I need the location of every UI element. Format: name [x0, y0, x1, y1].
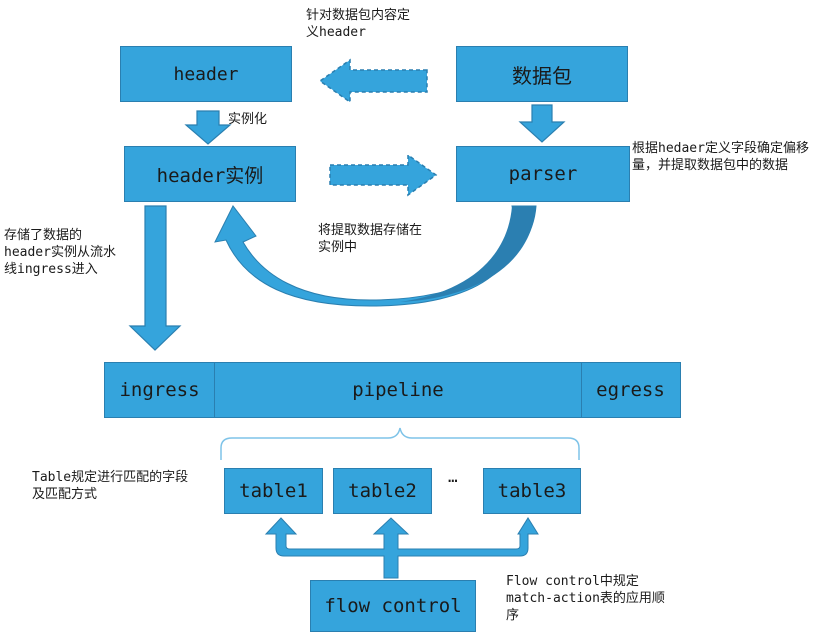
pipeline-label: pipeline [352, 379, 444, 401]
header-box: header [120, 46, 292, 102]
table-note-line2: 及匹配方式 [32, 487, 98, 502]
header-instance-label: header实例 [156, 164, 264, 187]
store-note-line2: 实例中 [318, 240, 358, 255]
table-note: Table规定进行匹配的字段 及匹配方式 [32, 469, 188, 503]
parser-box: parser [456, 146, 630, 202]
flow-control-label: flow control [324, 595, 462, 617]
dashed-arrow-instance-to-parser [329, 153, 438, 197]
tables-ellipsis: … [448, 467, 458, 486]
header-box-label: header [173, 63, 239, 85]
flow-note: Flow control中规定 match-action表的应用顺 序 [506, 573, 665, 624]
table2-box: table2 [333, 468, 432, 514]
parser-note-line1: 根据hedaer定义字段确定偏移 [632, 141, 809, 156]
flow-note-line2: match-action表的应用顺 [506, 591, 665, 606]
ingress-note-line2: header实例从流水 [4, 245, 116, 260]
dashed-arrow-packet-to-header [318, 58, 428, 104]
table3-box: table3 [483, 468, 581, 514]
store-note: 将提取数据存储在 实例中 [318, 222, 422, 256]
table1-box: table1 [224, 468, 323, 514]
egress-label: egress [596, 379, 665, 401]
parser-box-label: parser [508, 163, 578, 185]
down-arrow-header-to-instance [184, 110, 232, 145]
packet-box-label: 数据包 [512, 63, 572, 88]
packet-box: 数据包 [456, 46, 628, 102]
flow-control-box: flow control [310, 580, 476, 632]
define-header-note-line2: 义header [306, 25, 366, 40]
parser-note-line2: 量，并提取数据包中的数据 [632, 158, 789, 173]
table2-label: table2 [348, 480, 417, 502]
flow-note-line1: Flow control中规定 [506, 574, 639, 589]
parser-note: 根据hedaer定义字段确定偏移 量，并提取数据包中的数据 [632, 140, 809, 174]
define-header-note: 针对数据包内容定 义header [306, 7, 410, 41]
header-instance-box: header实例 [124, 146, 296, 202]
down-arrow-packet-to-parser [518, 104, 566, 143]
flow-control-arrows [264, 517, 539, 579]
flow-note-line3: 序 [506, 608, 520, 623]
ingress-note-line1: 存储了数据的 [4, 228, 83, 243]
ingress-label: ingress [119, 379, 200, 401]
pipeline-segment: pipeline [215, 363, 581, 417]
egress-segment: egress [581, 363, 679, 417]
down-arrow-to-ingress [128, 205, 182, 351]
pipeline-bar: ingress pipeline egress [104, 362, 681, 418]
curved-arrow-parser-to-instance [214, 205, 537, 307]
ingress-note: 存储了数据的 header实例从流水 线ingress进入 [4, 227, 116, 278]
define-header-note-line1: 针对数据包内容定 [306, 8, 411, 23]
ingress-note-line3: 线ingress进入 [4, 262, 98, 277]
table-note-line1: Table规定进行匹配的字段 [32, 470, 189, 485]
store-note-line1: 将提取数据存储在 [318, 223, 423, 238]
pipeline-brace [220, 427, 580, 460]
table3-label: table3 [497, 480, 567, 502]
ingress-segment: ingress [105, 363, 215, 417]
instantiate-note: 实例化 [228, 112, 268, 127]
table1-label: table1 [239, 480, 308, 502]
